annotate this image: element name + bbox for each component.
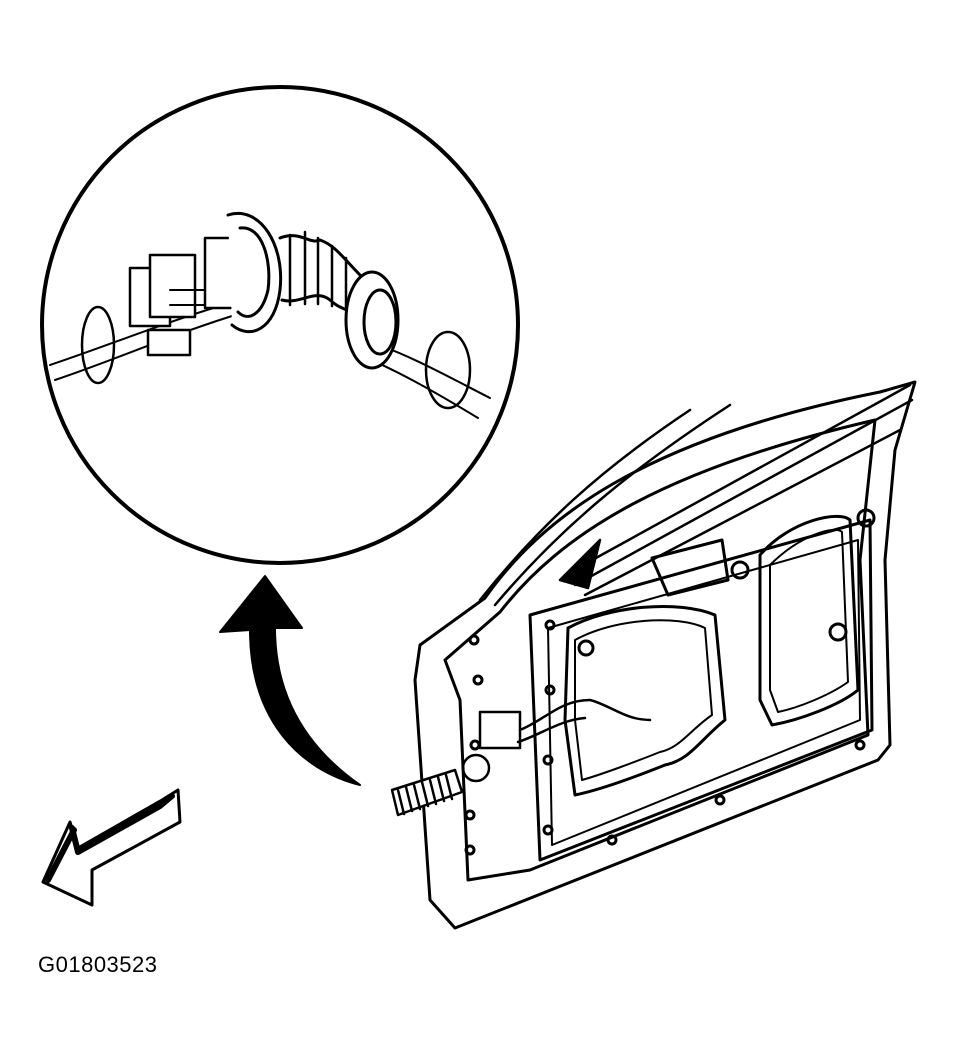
window-glass-run [478, 383, 914, 607]
front-door-inner-panel [413, 380, 917, 930]
door-harness-pass-through [390, 698, 652, 817]
figure-id-label: G01803523 [38, 952, 158, 977]
detail-view-circle [40, 85, 520, 565]
callout-arrow [219, 575, 361, 786]
vehicle-front-direction-arrow [41, 788, 182, 907]
wiring-connector [128, 236, 247, 357]
rubber-boot-grommet [226, 212, 400, 370]
